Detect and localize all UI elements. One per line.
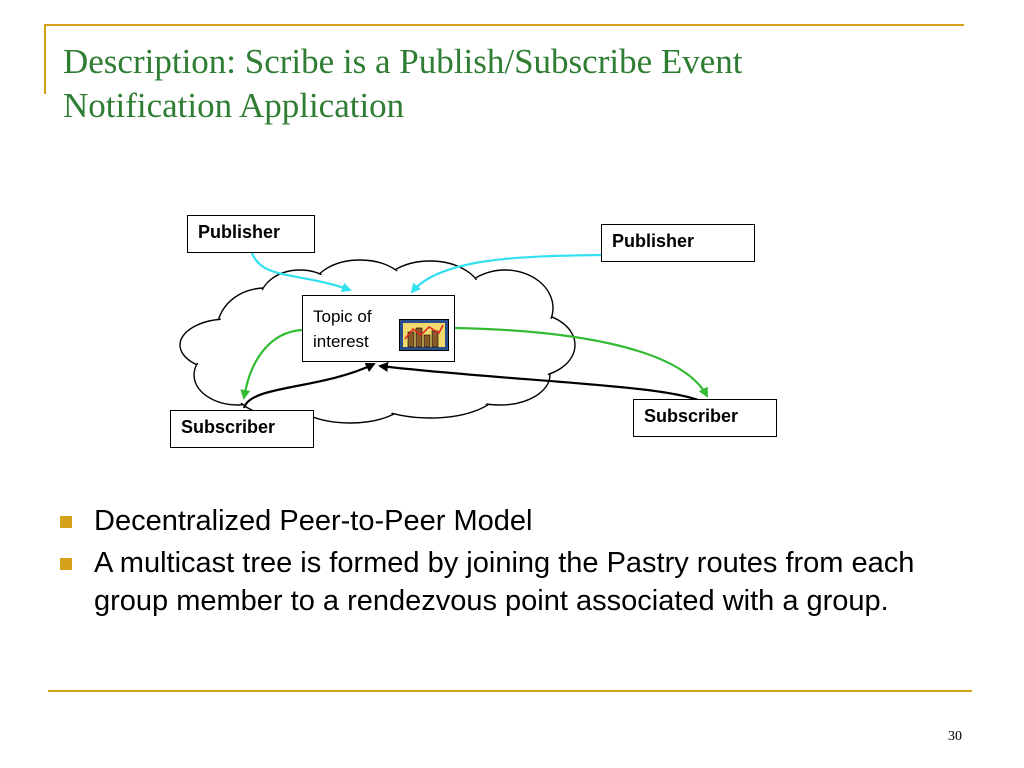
publish-arrow-right: [410, 253, 603, 294]
chart-icon: [399, 319, 449, 351]
publisher-box-right: Publisher: [601, 224, 755, 262]
bullet-square-icon: [60, 558, 72, 570]
frame-left-rule: [44, 24, 46, 94]
bullet-text: A multicast tree is formed by joining th…: [94, 547, 915, 617]
topic-label-line-1: Topic of: [313, 307, 372, 326]
slide-title: Description: Scribe is a Publish/Subscri…: [63, 40, 963, 128]
join-arrow-left: [242, 362, 376, 409]
scribe-diagram: [179, 252, 708, 424]
frame-bottom-rule: [48, 690, 972, 692]
bullet-item: Decentralized Peer-to-Peer Model: [56, 502, 976, 540]
bullet-square-icon: [60, 516, 72, 528]
join-arrow-right: [378, 361, 707, 405]
topic-label-line-2: interest: [313, 332, 369, 351]
bullet-list: Decentralized Peer-to-Peer Model A multi…: [56, 502, 976, 624]
subscribe-arrow-left: [240, 328, 303, 400]
publisher-box-left: Publisher: [187, 215, 315, 253]
subscriber-box-left: Subscriber: [170, 410, 314, 448]
subscriber-box-right: Subscriber: [633, 399, 777, 437]
bullet-item: A multicast tree is formed by joining th…: [56, 544, 976, 620]
subscribe-arrow-right: [454, 326, 708, 398]
topic-label: Topic of interest: [313, 304, 372, 354]
page-number: 30: [948, 729, 962, 744]
publish-arrow-left: [250, 252, 352, 292]
frame-top-rule: [44, 24, 964, 26]
slide-title-line-1: Description: Scribe is a Publish/Subscri…: [63, 42, 743, 81]
slide-title-line-2: Notification Application: [63, 86, 405, 125]
topic-of-interest-box: Topic of interest: [302, 295, 455, 362]
bullet-text: Decentralized Peer-to-Peer Model: [94, 505, 533, 537]
